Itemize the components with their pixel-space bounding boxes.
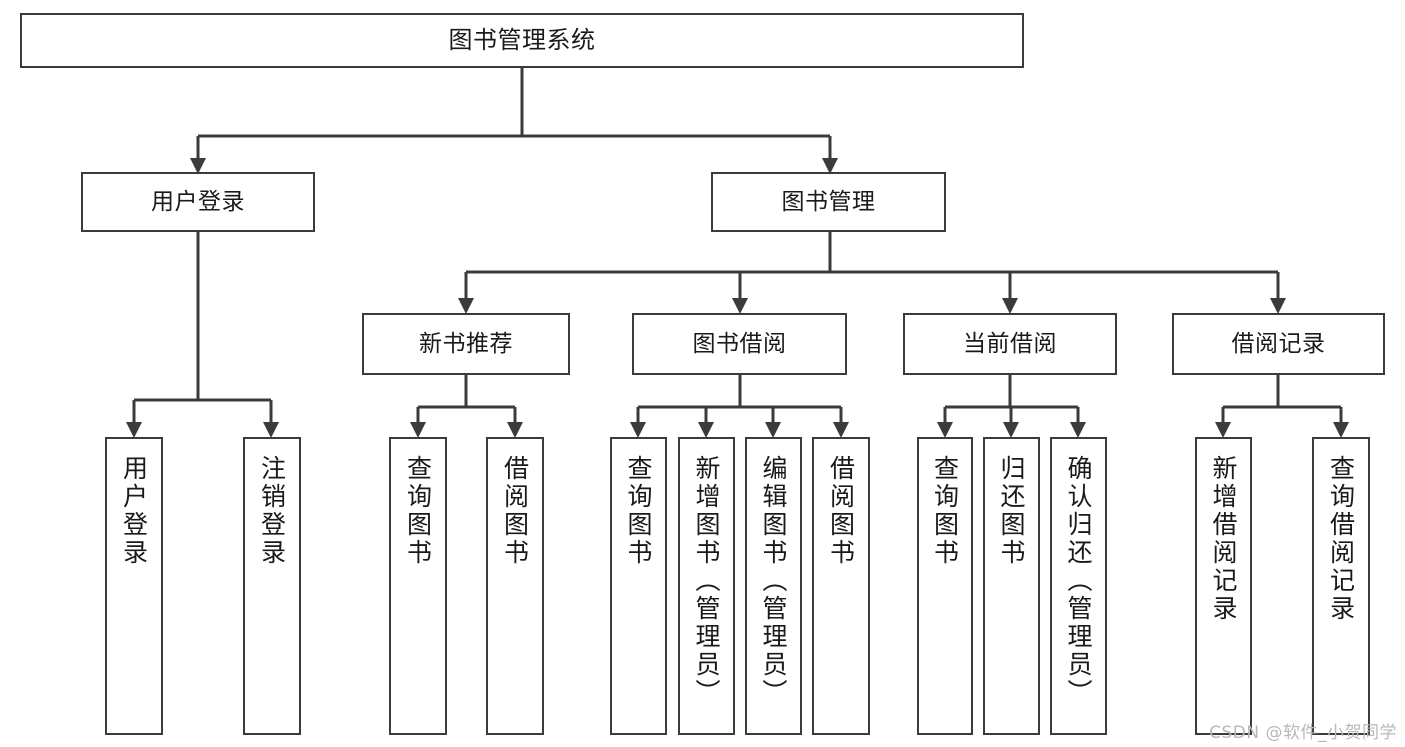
node-root[interactable]: 图书管理系统 (20, 13, 1024, 68)
node-leaf-query-book-3[interactable]: 查询图书 (917, 437, 973, 735)
node-leaf-confirm-return-label: 确认归还（管理员） (1064, 455, 1093, 707)
node-leaf-query-book-2-label: 查询图书 (624, 455, 653, 567)
node-leaf-confirm-return[interactable]: 确认归还（管理员） (1050, 437, 1107, 735)
node-leaf-edit-book[interactable]: 编辑图书（管理员） (745, 437, 802, 735)
node-leaf-user-login-label: 用户登录 (119, 455, 149, 567)
node-leaf-query-book-3-label: 查询图书 (930, 455, 960, 567)
node-leaf-logout[interactable]: 注销登录 (243, 437, 301, 735)
node-borrow-record-label: 借阅记录 (1231, 330, 1326, 357)
node-leaf-add-record[interactable]: 新增借阅记录 (1195, 437, 1252, 735)
node-user-login[interactable]: 用户登录 (81, 172, 315, 232)
node-book-manage-label: 图书管理 (781, 188, 876, 215)
node-leaf-return-book[interactable]: 归还图书 (983, 437, 1040, 735)
node-leaf-query-book-1-label: 查询图书 (403, 455, 433, 567)
node-borrow-record[interactable]: 借阅记录 (1172, 313, 1385, 375)
node-book-manage[interactable]: 图书管理 (711, 172, 946, 232)
node-new-book-rec-label: 新书推荐 (419, 330, 513, 357)
node-current-borrow[interactable]: 当前借阅 (903, 313, 1117, 375)
node-leaf-borrow-book-1[interactable]: 借阅图书 (486, 437, 544, 735)
node-leaf-query-book-1[interactable]: 查询图书 (389, 437, 447, 735)
node-leaf-query-record[interactable]: 查询借阅记录 (1312, 437, 1370, 735)
node-new-book-rec[interactable]: 新书推荐 (362, 313, 570, 375)
node-leaf-borrow-book-1-label: 借阅图书 (500, 455, 530, 567)
node-book-borrow[interactable]: 图书借阅 (632, 313, 847, 375)
node-leaf-borrow-book-2-label: 借阅图书 (826, 455, 856, 567)
node-leaf-query-book-2[interactable]: 查询图书 (610, 437, 667, 735)
node-root-label: 图书管理系统 (448, 25, 596, 54)
node-current-borrow-label: 当前借阅 (963, 330, 1057, 357)
watermark: CSDN @软件_小贺同学 (1209, 723, 1397, 743)
node-leaf-query-record-label: 查询借阅记录 (1326, 455, 1356, 623)
node-leaf-user-login[interactable]: 用户登录 (105, 437, 163, 735)
node-leaf-return-book-label: 归还图书 (997, 455, 1026, 567)
node-leaf-edit-book-label: 编辑图书（管理员） (759, 455, 788, 707)
node-leaf-borrow-book-2[interactable]: 借阅图书 (812, 437, 870, 735)
node-user-login-label: 用户登录 (151, 188, 245, 215)
node-book-borrow-label: 图书借阅 (692, 330, 787, 357)
node-leaf-add-book[interactable]: 新增图书（管理员） (678, 437, 735, 735)
node-leaf-add-record-label: 新增借阅记录 (1209, 455, 1238, 623)
node-leaf-add-book-label: 新增图书（管理员） (692, 455, 721, 707)
node-leaf-logout-label: 注销登录 (257, 455, 287, 567)
